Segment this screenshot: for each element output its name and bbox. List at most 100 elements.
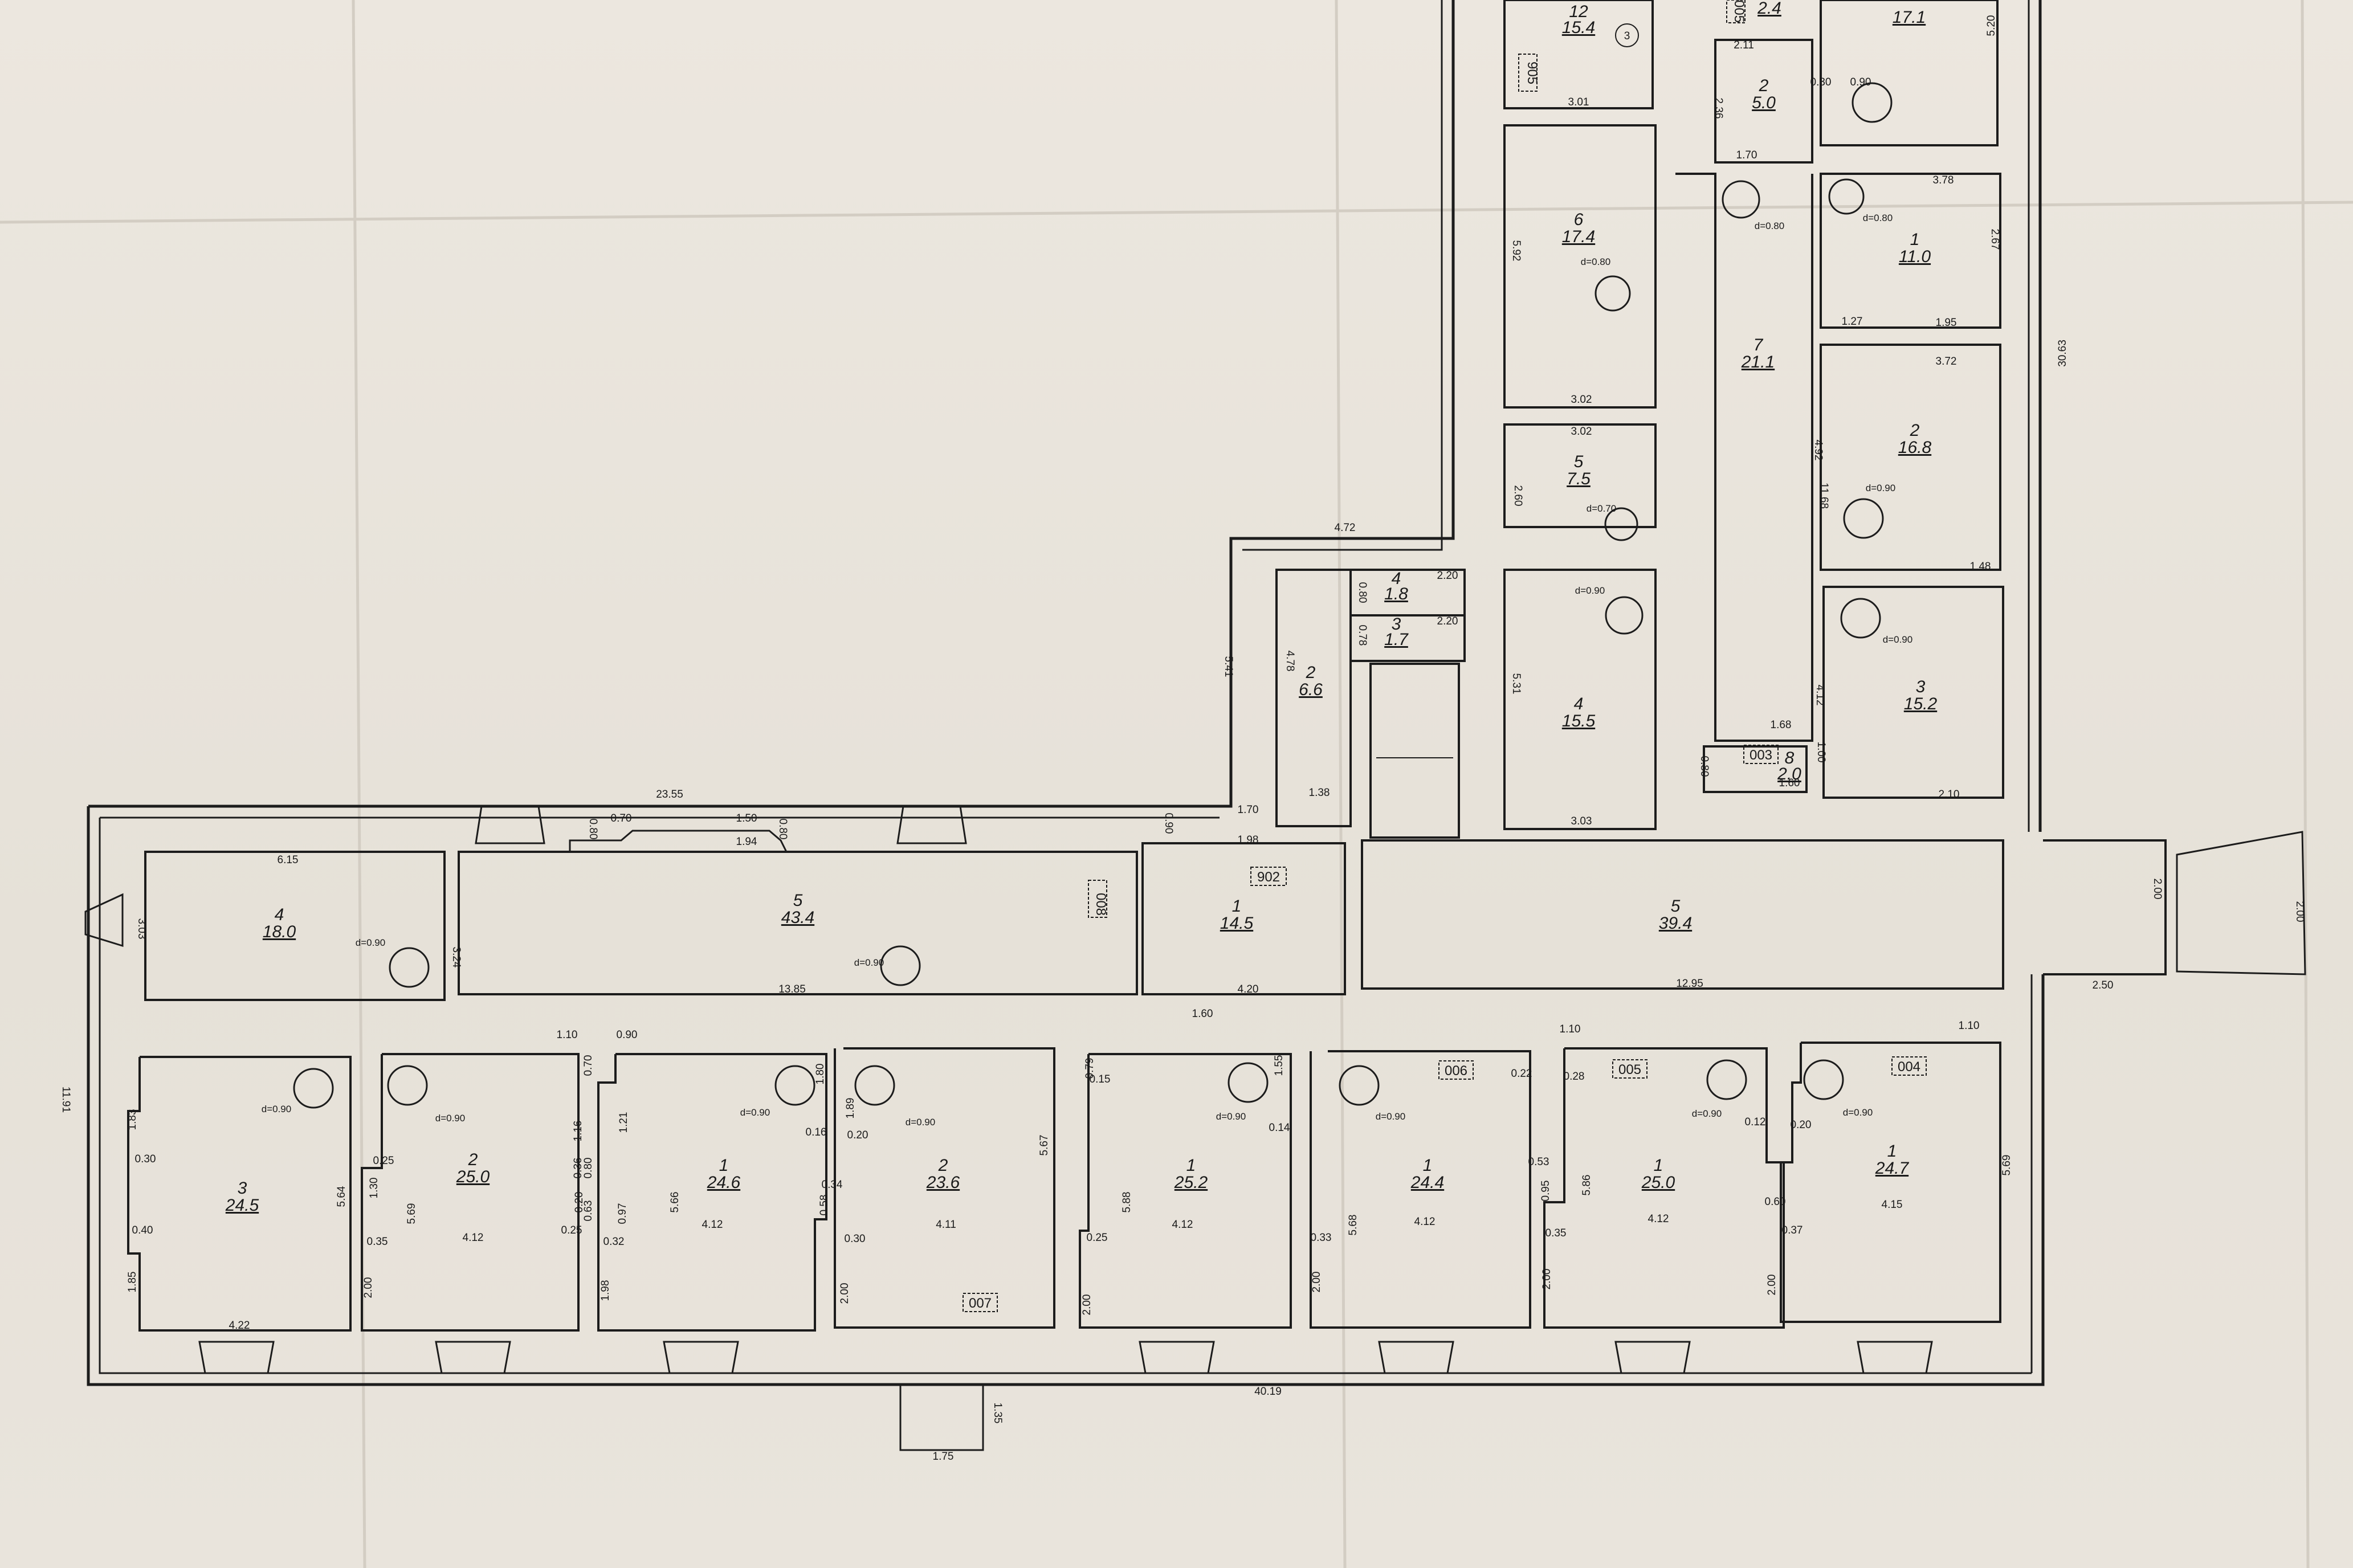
dim-bottom-stair-width: 1.75 xyxy=(933,1451,954,1463)
dim-r168-side2: 4.92 xyxy=(1812,440,1824,461)
room-2-168-num: 2 xyxy=(1910,421,1920,440)
hall-5a-num: 5 xyxy=(793,891,803,910)
b-room-1-area: 24.5 xyxy=(225,1196,259,1215)
misc-053: 0.53 xyxy=(1528,1156,1549,1168)
dim-bottom-total: 40.19 xyxy=(1254,1386,1282,1398)
bottom-rooms xyxy=(127,1042,2001,1451)
room-7-dia: d=0.80 xyxy=(1755,220,1784,231)
b4-depth: 5.67 xyxy=(1038,1135,1050,1156)
room-3-152-area: 15.2 xyxy=(1904,695,1938,713)
room-8-code: 003 xyxy=(1750,748,1772,763)
b2-d-d: 2.00 xyxy=(362,1277,374,1298)
room-171-area: 17.1 xyxy=(1893,8,1926,27)
b3-top: 0.90 xyxy=(617,1029,638,1041)
b6-d-b: 2.00 xyxy=(1311,1272,1323,1293)
dim-r168-top: 1.95 xyxy=(1936,317,1957,329)
room-2-66-area: 6.6 xyxy=(1299,680,1323,699)
dim-r75-side: 2.60 xyxy=(1512,485,1524,507)
misc-080: 0.80 xyxy=(582,1158,594,1179)
b-room-2-dia: d=0.90 xyxy=(435,1113,465,1124)
dim-connector: 4.72 xyxy=(1335,522,1356,534)
room-2-66-num: 2 xyxy=(1306,663,1316,682)
dim-connector-side: 5.41 xyxy=(1222,656,1234,677)
dim-hall-right-bottom: 12.95 xyxy=(1676,978,1703,990)
misc-090: 0.90 xyxy=(1850,76,1871,88)
b5-depth: 5.88 xyxy=(1121,1192,1133,1213)
room-labels: 4 18.0 d=0.90 5 43.4 d=0.90 1 14.5 5 39.… xyxy=(263,0,1938,968)
b1-depth: 5.64 xyxy=(336,1186,348,1207)
dim-window-d: 0.80 xyxy=(587,819,599,840)
room-4-num: 4 xyxy=(275,905,284,924)
b4-d-c: 0.30 xyxy=(845,1233,866,1245)
room-1-11-dia: d=0.80 xyxy=(1863,213,1893,223)
b1-d-c: 0.40 xyxy=(132,1224,153,1236)
b2-d-c: 0.35 xyxy=(367,1236,388,1248)
b6-depth: 5.68 xyxy=(1347,1215,1359,1236)
dim-r8-w: 1.60 xyxy=(1779,777,1800,789)
dim-r50-side: 2.36 xyxy=(1712,98,1724,119)
dim-r6-bottom: 3.02 xyxy=(1571,394,1592,406)
b-room-7-code: 005 xyxy=(1618,1062,1641,1077)
room-6-area: 17.4 xyxy=(1562,227,1595,246)
dim-room1-top: 1.70 xyxy=(1238,804,1259,816)
dim-window-c: 1.94 xyxy=(736,836,757,848)
b8-depth: 5.69 xyxy=(2001,1155,2013,1176)
room-7-area: 21.1 xyxy=(1741,353,1775,371)
dim-r152-bottom: 2.10 xyxy=(1939,789,1960,801)
dim-r7-side: 11.68 xyxy=(1818,483,1830,509)
dim-r50-top: 2.11 xyxy=(1734,39,1754,51)
b-room-7-num: 1 xyxy=(1654,1156,1663,1175)
room-3-17-num: 3 xyxy=(1392,615,1401,634)
misc-063: 0.63 xyxy=(582,1200,594,1222)
room-12-num: 12 xyxy=(1569,2,1588,21)
dim-hall-bottom: 13.85 xyxy=(778,983,806,995)
dim-r8-d2: 1.00 xyxy=(1815,742,1827,763)
b4-d-a: 1.89 xyxy=(845,1098,857,1119)
b1-d-b: 0.30 xyxy=(135,1153,156,1165)
dim-r3-h: 0.78 xyxy=(1356,625,1368,646)
room-2-168-area: 16.8 xyxy=(1898,438,1932,457)
dim-room4-top: 6.15 xyxy=(278,854,299,866)
hall-5b-num: 5 xyxy=(1671,897,1681,916)
north-dimension-labels: 4.78 2.20 0.80 2.20 0.78 5.31 3.03 3.02 … xyxy=(1284,15,2001,827)
b7-depth: 5.86 xyxy=(1581,1175,1593,1196)
dim-r171-side: 5.20 xyxy=(1985,15,1997,36)
b7-d-c: 2.00 xyxy=(1541,1269,1553,1290)
hall-5a-area: 43.4 xyxy=(781,908,814,927)
b3-d-c: 0.32 xyxy=(603,1236,625,1248)
b2-depth: 5.69 xyxy=(406,1203,418,1224)
b8-d-c: 2.00 xyxy=(1766,1275,1778,1296)
dim-r75-top: 3.02 xyxy=(1571,426,1592,438)
b-room-6-code: 006 xyxy=(1445,1063,1467,1079)
room-12-marker: 3 xyxy=(1624,30,1630,42)
b1-d-a: 1.83 xyxy=(127,1109,138,1130)
hall-5b-area: 39.4 xyxy=(1659,914,1692,933)
bottom-room-labels: 3 24.5 d=0.90 4.22 2 25.0 d=0.90 4.12 1 … xyxy=(225,1056,1927,1332)
misc-014: 0.14 xyxy=(1269,1122,1290,1134)
b-room-4-code: 007 xyxy=(969,1296,992,1311)
corridor xyxy=(144,830,2004,1001)
b-room-4-area: 23.6 xyxy=(926,1173,960,1192)
b5-d-a: 0.15 xyxy=(1090,1073,1111,1085)
b5-top: 1.60 xyxy=(1192,1008,1213,1020)
dim-r4-w: 2.20 xyxy=(1437,570,1458,582)
b3-d-d: 1.98 xyxy=(600,1280,611,1301)
misc-180: 1.80 xyxy=(814,1064,826,1085)
b-room-5-area: 25.2 xyxy=(1174,1173,1208,1192)
dim-right-side: 30.63 xyxy=(2057,340,2069,367)
dim-r155-bottom: 3.03 xyxy=(1571,815,1592,827)
misc-012: 0.12 xyxy=(1745,1116,1766,1128)
room-4-area: 18.0 xyxy=(263,922,296,941)
b-room-6-dia: d=0.90 xyxy=(1376,1111,1405,1122)
b-room-1-width: 4.22 xyxy=(229,1320,250,1332)
b-room-5-width: 4.12 xyxy=(1172,1219,1193,1231)
b-room-6-width: 4.12 xyxy=(1414,1216,1436,1228)
b2-top: 1.10 xyxy=(557,1029,578,1041)
room-3-152-num: 3 xyxy=(1916,677,1926,696)
dim-left-side: 11.91 xyxy=(60,1087,72,1113)
dim-r50-bottom: 1.70 xyxy=(1736,149,1757,161)
room-1-area: 14.5 xyxy=(1220,914,1254,933)
dim-room4-side: 3.03 xyxy=(136,918,148,940)
b-room-2-width: 4.12 xyxy=(463,1232,484,1244)
b4-d-b: 0.20 xyxy=(847,1129,868,1141)
